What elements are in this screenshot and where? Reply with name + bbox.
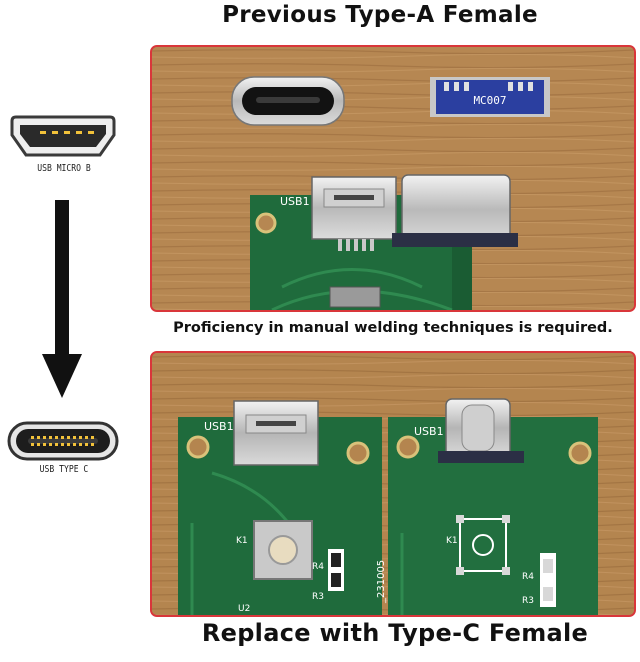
usb-micro-b-label: USB MICRO B — [37, 163, 91, 174]
photo-type-c-replacement-board: USB1 K1 R4 R3 U2 USB1 K1 _231005 R4 — [150, 351, 636, 617]
right-board-switch-label: K1 — [446, 536, 458, 546]
chip-marking: MC007 — [473, 94, 506, 107]
left-board-r4-label: R4 — [312, 562, 324, 572]
page-title: Previous Type-A Female — [222, 2, 538, 28]
bottom-title: Replace with Type-C Female — [201, 619, 589, 647]
down-arrow-icon — [38, 200, 86, 400]
welding-note: Proficiency in manual welding techniques… — [173, 320, 613, 336]
left-board-usb-label: USB1 — [204, 420, 234, 433]
pcb-usb-label: USB1 — [280, 195, 310, 208]
usb-type-c-icon — [6, 420, 120, 462]
right-board-r4-label: R4 — [522, 572, 534, 582]
usb-micro-b-icon — [8, 113, 118, 159]
photo-previous-micro-b-board: MC007 USB1 — [150, 45, 636, 312]
left-board-u2-label: U2 — [238, 604, 250, 614]
right-board-batch-code: _231005 — [376, 560, 387, 604]
usb-type-c-label: USB TYPE C — [39, 464, 89, 475]
right-board-usb-label: USB1 — [414, 425, 444, 438]
left-board-switch-label: K1 — [236, 536, 248, 546]
right-board-r3-label: R3 — [522, 596, 534, 606]
left-board-r3-label: R3 — [312, 592, 324, 602]
